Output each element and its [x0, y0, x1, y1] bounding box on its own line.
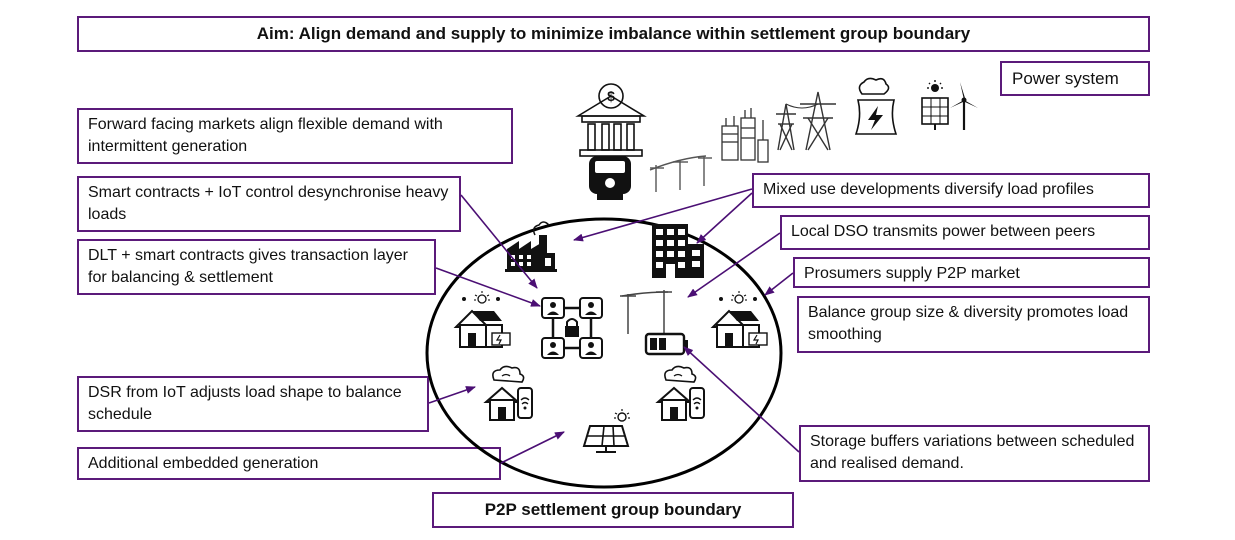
arrow-dsr-to-smart-home	[428, 386, 476, 404]
aim-banner: Aim: Align demand and supply to minimize…	[77, 16, 1150, 52]
blockchain-icon	[541, 297, 603, 359]
boundary-label: P2P settlement group boundary	[432, 492, 794, 528]
note-storage: Storage buffers variations between sched…	[799, 425, 1150, 482]
note-dsr-iot-text: DSR from IoT adjusts load shape to balan…	[88, 384, 402, 423]
note-forward-markets-text: Forward facing markets align flexible de…	[88, 116, 443, 155]
note-local-dso-text: Local DSO transmits power between peers	[791, 223, 1096, 240]
svg-text:$: $	[607, 88, 615, 104]
power-system-label: Power system	[1000, 61, 1150, 96]
arrow-mixed-use-to-factory	[573, 188, 753, 242]
smart-meter-icon	[589, 156, 631, 200]
power-system-text: Power system	[1012, 69, 1119, 88]
arrow-prosumers-to-house	[764, 272, 794, 296]
note-mixed-use: Mixed use developments diversify load pr…	[752, 173, 1150, 208]
note-embedded-generation-text: Additional embedded generation	[88, 455, 319, 472]
house-solar-icon	[453, 291, 511, 348]
note-embedded-generation: Additional embedded generation	[77, 447, 501, 480]
smart-home-icon	[655, 365, 705, 421]
note-prosumers: Prosumers supply P2P market	[793, 257, 1150, 288]
note-balance-group-text: Balance group size & diversity promotes …	[808, 304, 1129, 343]
note-prosumers-text: Prosumers supply P2P market	[804, 265, 1020, 282]
note-forward-markets: Forward facing markets align flexible de…	[77, 108, 513, 164]
pylon-icon	[776, 91, 836, 151]
building-icon	[652, 224, 704, 278]
arrow-smart-contracts-to-blockchain	[460, 194, 538, 289]
settlement-boundary-ellipse	[425, 217, 783, 489]
arrow-local-dso-to-powerline	[687, 232, 781, 298]
bank-icon: $	[575, 83, 647, 157]
house-solar-icon	[710, 291, 768, 348]
note-mixed-use-text: Mixed use developments diversify load pr…	[763, 181, 1094, 198]
note-balance-group: Balance group size & diversity promotes …	[797, 296, 1150, 353]
smart-home-icon	[483, 365, 533, 421]
battery-icon	[644, 332, 688, 356]
note-smart-contracts-iot: Smart contracts + IoT control desynchron…	[77, 176, 461, 232]
note-local-dso: Local DSO transmits power between peers	[780, 215, 1150, 250]
solar-panel-icon	[582, 409, 630, 453]
power-plant-icon	[854, 77, 898, 135]
note-dlt-transaction-layer: DLT + smart contracts gives transaction …	[77, 239, 436, 295]
arrow-storage-to-battery	[683, 346, 800, 453]
arrow-dlt-to-blockchain	[435, 267, 541, 307]
power-line-icon	[649, 155, 712, 192]
note-dsr-iot: DSR from IoT adjusts load shape to balan…	[77, 376, 429, 432]
arrow-mixed-use-to-building	[696, 192, 753, 244]
note-smart-contracts-iot-text: Smart contracts + IoT control desynchron…	[88, 184, 449, 223]
note-dlt-transaction-layer-text: DLT + smart contracts gives transaction …	[88, 247, 408, 286]
boundary-label-text: P2P settlement group boundary	[484, 500, 742, 519]
substation-icon	[721, 108, 769, 163]
connector-arrows	[428, 188, 800, 464]
aim-text: Aim: Align demand and supply to minimize…	[256, 24, 971, 43]
arrow-embedded-gen-to-solar	[500, 431, 565, 464]
power-line-icon	[620, 290, 672, 334]
solar-wind-icon	[921, 80, 978, 130]
note-storage-text: Storage buffers variations between sched…	[810, 433, 1135, 472]
